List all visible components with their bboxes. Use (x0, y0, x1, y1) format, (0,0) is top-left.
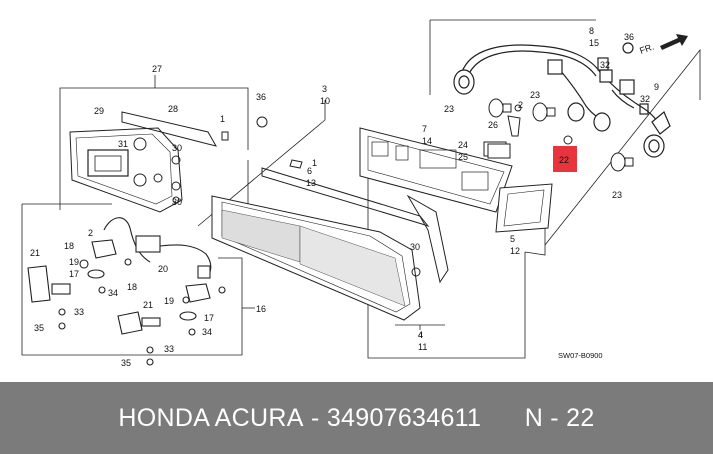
callout-20: 20 (158, 264, 168, 274)
callout-10: 10 (320, 96, 330, 106)
callout-13: 13 (306, 178, 316, 188)
callout-25: 25 (458, 152, 468, 162)
diagram-code: SW07-B0900 (558, 351, 603, 360)
callout-30: 30 (172, 197, 182, 207)
callout-32: 32 (640, 94, 650, 104)
parts-diagram: FR. 272829136313030310161371424252322623… (21, 19, 701, 368)
callout-15: 15 (589, 38, 599, 48)
wire-harness (453, 42, 671, 158)
callout-33: 33 (74, 307, 84, 317)
front-direction-arrow: FR. (638, 34, 688, 56)
callout-19: 19 (69, 257, 79, 267)
callout-30: 30 (172, 143, 182, 153)
callout-30: 30 (410, 242, 420, 252)
callout-22: 22 (559, 155, 569, 165)
callout-24: 24 (458, 140, 468, 150)
position-label: N - 22 (524, 403, 595, 432)
callout-11: 11 (418, 342, 427, 352)
callout-1: 1 (312, 158, 317, 168)
callout-23: 23 (444, 104, 454, 114)
callout-9: 9 (654, 82, 659, 92)
callout-21: 21 (30, 248, 40, 258)
callout-8: 8 (589, 26, 594, 36)
callout-36: 36 (256, 92, 266, 102)
rear-lamp-left (69, 111, 268, 213)
callout-1: 1 (220, 114, 225, 124)
brand-label: HONDA ACURA (118, 403, 304, 432)
callout-21: 21 (143, 300, 153, 310)
callout-18: 18 (64, 241, 74, 251)
callout-19: 19 (164, 296, 174, 306)
callout-7: 7 (422, 124, 427, 134)
callout-16: 16 (256, 304, 266, 314)
callout-36: 36 (624, 32, 634, 42)
callout-31: 31 (118, 139, 128, 149)
part-number: 34907634611 (326, 403, 482, 432)
direction-label: FR. (638, 42, 655, 56)
callout-29: 29 (94, 106, 104, 116)
callout-35: 35 (34, 323, 44, 333)
callout-18: 18 (127, 282, 137, 292)
separator: - (303, 403, 327, 432)
rear-garnish (211, 159, 449, 321)
callout-34: 34 (108, 288, 118, 298)
callout-23: 23 (612, 190, 622, 200)
callout-12: 12 (510, 246, 520, 256)
callout-4: 4 (418, 330, 423, 340)
boundary-lines (21, 19, 701, 359)
callout-6: 6 (307, 166, 312, 176)
callout-23: 23 (530, 90, 540, 100)
spacer (481, 404, 524, 433)
callout-35: 35 (121, 358, 131, 368)
callout-34: 34 (202, 327, 212, 337)
callout-5: 5 (510, 234, 515, 244)
highlight-box (553, 146, 577, 172)
sub-harness (27, 217, 226, 366)
callout-14: 14 (422, 136, 432, 146)
lamp-housing (359, 127, 553, 233)
callout-3: 3 (322, 84, 327, 94)
bulbs (487, 98, 634, 172)
part-caption-bar: HONDA ACURA - 34907634611 N - 22 (0, 382, 713, 454)
callout-26: 26 (488, 120, 498, 130)
callout-17: 17 (204, 313, 214, 323)
callout-4: 4 (418, 330, 423, 340)
callout-32: 32 (600, 60, 610, 70)
callout-2: 2 (518, 100, 523, 110)
callout-28: 28 (168, 104, 178, 114)
callout-27: 27 (152, 64, 162, 74)
callout-17: 17 (69, 269, 79, 279)
callout-2: 2 (88, 228, 93, 238)
callout-33: 33 (164, 344, 174, 354)
